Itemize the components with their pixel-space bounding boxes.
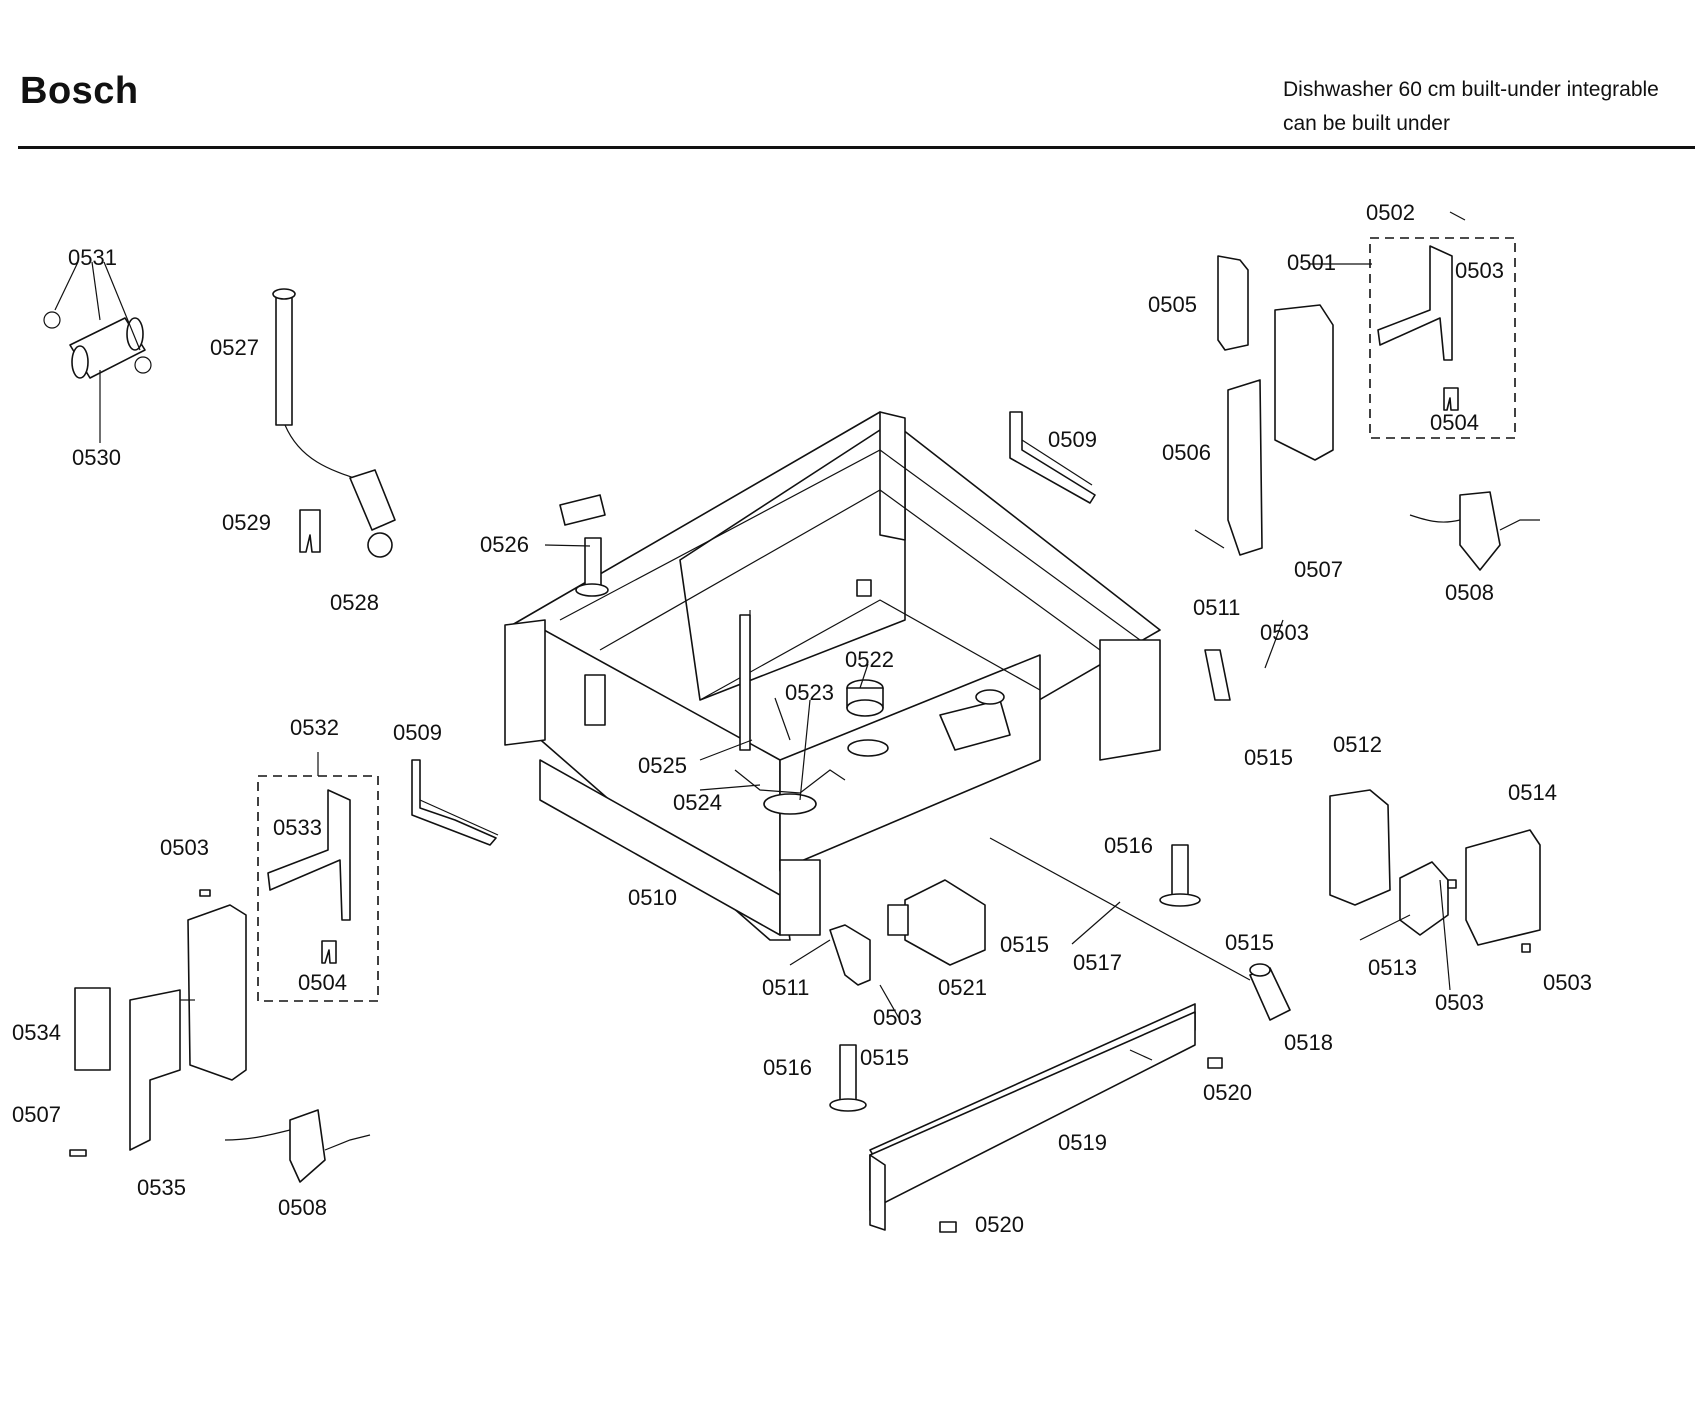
callout-0529: 0529 xyxy=(222,510,271,535)
callout-0519: 0519 xyxy=(1058,1130,1107,1155)
callout-labels: 0531 0530 0527 0529 0528 0526 0532 0509 … xyxy=(12,200,1592,1237)
callout-0516-bottom: 0516 xyxy=(763,1055,812,1080)
callout-0532: 0532 xyxy=(290,715,339,740)
callout-0507-right: 0507 xyxy=(1294,557,1343,582)
callout-0515-bottom: 0515 xyxy=(860,1045,909,1070)
callout-0515-right: 0515 xyxy=(1244,745,1293,770)
callout-0530: 0530 xyxy=(72,445,121,470)
callout-0517: 0517 xyxy=(1073,950,1122,975)
callout-0525: 0525 xyxy=(638,753,687,778)
callout-0521: 0521 xyxy=(938,975,987,1000)
callout-0515-mid: 0515 xyxy=(1225,930,1274,955)
callout-0509-left: 0509 xyxy=(393,720,442,745)
callout-0522: 0522 xyxy=(845,647,894,672)
leader-lines xyxy=(54,211,1466,1061)
drain-hose-drawing xyxy=(272,288,396,558)
callout-0520-right: 0520 xyxy=(1203,1080,1252,1105)
callout-0510: 0510 xyxy=(628,885,677,910)
callout-0535: 0535 xyxy=(137,1175,186,1200)
callout-0520-bottom: 0520 xyxy=(975,1212,1024,1237)
callout-0508-left: 0508 xyxy=(278,1195,327,1220)
callout-0503-top: 0502 xyxy=(1366,200,1415,225)
callout-0505: 0505 xyxy=(1148,292,1197,317)
callout-0503-right-b: 0503 xyxy=(1543,970,1592,995)
callout-0501: 0501 xyxy=(1287,250,1336,275)
model-description: Dishwasher 60 cm built-under integrable xyxy=(1283,78,1659,101)
hinge-bracket-left-drawing xyxy=(69,759,499,1183)
callout-0513: 0513 xyxy=(1368,955,1417,980)
base-tub-drawing xyxy=(504,411,1161,941)
callout-0531: 0531 xyxy=(68,245,117,270)
callout-0514: 0514 xyxy=(1508,780,1557,805)
callout-0524: 0524 xyxy=(673,790,722,815)
callout-0526: 0526 xyxy=(480,532,529,557)
hinge-bracket-right-drawing xyxy=(1009,237,1541,953)
callout-0527: 0527 xyxy=(210,335,259,360)
callout-0528: 0528 xyxy=(330,590,379,615)
callout-0515-front: 0515 xyxy=(1000,932,1049,957)
callout-0506: 0506 xyxy=(1162,440,1211,465)
callout-0509-right: 0509 xyxy=(1048,427,1097,452)
callout-0523: 0523 xyxy=(785,680,834,705)
callout-0502: 0503 xyxy=(1455,258,1504,283)
callout-0503-bottom: 0503 xyxy=(873,1005,922,1030)
callout-0518: 0518 xyxy=(1284,1030,1333,1055)
callout-0504-right: 0504 xyxy=(1430,410,1479,435)
brand-title: Bosch xyxy=(20,70,139,112)
callout-0503-right-a: 0503 xyxy=(1435,990,1484,1015)
model-subdescription: can be built under xyxy=(1283,112,1450,135)
callout-0508-right: 0508 xyxy=(1445,580,1494,605)
callout-0504-left: 0504 xyxy=(298,970,347,995)
callout-0516-right: 0516 xyxy=(1104,833,1153,858)
callout-0511-top: 0511 xyxy=(1193,595,1240,620)
header-rule xyxy=(18,146,1695,149)
callout-0503-mid: 0503 xyxy=(1260,620,1309,645)
drain-hose-coupling-drawing xyxy=(43,311,152,443)
callout-0507-left: 0507 xyxy=(12,1102,61,1127)
callout-0512: 0512 xyxy=(1333,732,1382,757)
callout-0503-left: 0503 xyxy=(160,835,209,860)
callout-0534: 0534 xyxy=(12,1020,61,1045)
base-plinth-drawing xyxy=(559,494,1291,1233)
callout-0511-bottom: 0511 xyxy=(762,975,809,1000)
callout-0533: 0533 xyxy=(273,815,322,840)
